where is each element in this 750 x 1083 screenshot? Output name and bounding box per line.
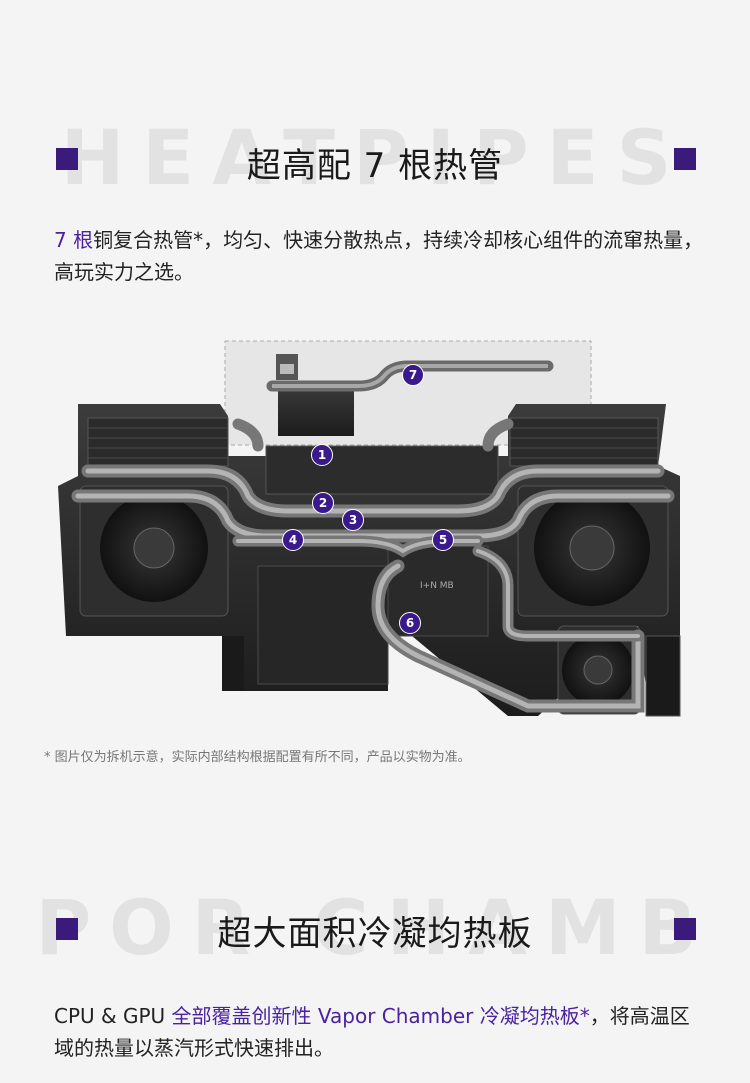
heatpipe-marker-6: 6 [399,612,421,634]
cooling-system-illustration: I+N MB [58,340,681,717]
vapor-chamber-rest: ，将高温区域的热量以蒸汽形式快速排出。 [54,1004,690,1060]
heatpipes-count-highlight: 7 根 [54,228,94,252]
heatpipes-description-text: 铜复合热管*，均匀、快速分散热点，持续冷却核心组件的流窜热量，高玩实力之选。 [54,228,704,284]
heatpipe-marker-4: 4 [282,529,304,551]
vapor-chamber-description: CPU & GPU 全部覆盖创新性 Vapor Chamber 冷凝均热板*，将… [54,1000,704,1064]
component-label: I+N MB [420,581,454,591]
heatpipe-marker-5: 5 [432,529,454,551]
gpu-block-small [278,384,354,436]
heading-left-square [56,148,78,170]
disclaimer-footnote: * 图片仅为拆机示意，实际内部结构根据配置有所不同，产品以实物为准。 [44,750,471,765]
heading2-left-square [56,918,78,940]
left-fan [79,485,229,617]
heatpipe-marker-2: 2 [312,492,334,514]
heading2-right-square [674,918,696,940]
vapor-chamber-highlight: 全部覆盖创新性 Vapor Chamber 冷凝均热板* [171,1004,590,1028]
right-fan [517,485,669,617]
vapor-chamber-watermark: POR CHAMB [35,888,715,968]
heatpipes-description: 7 根铜复合热管*，均匀、快速分散热点，持续冷却核心组件的流窜热量，高玩实力之选… [54,224,704,288]
heatpipes-heading: 超高配 7 根热管 [246,146,504,186]
gpu-block [257,565,389,685]
heatpipes [71,418,675,713]
vapor-chamber-heading: 超大面积冷凝均热板 [217,914,533,954]
heatpipe-marker-1: 1 [311,444,333,466]
cooling-system-diagram: I+N MB 1 2 3 4 5 6 7 [58,336,690,726]
heatpipes-watermark: HEATPIPES [60,118,690,198]
heatpipe-marker-7: 7 [402,364,424,386]
small-fan [557,625,641,715]
vapor-chamber-lead: CPU & GPU [54,1004,172,1028]
heatpipe-marker-3: 3 [342,509,364,531]
heading-right-square [674,148,696,170]
